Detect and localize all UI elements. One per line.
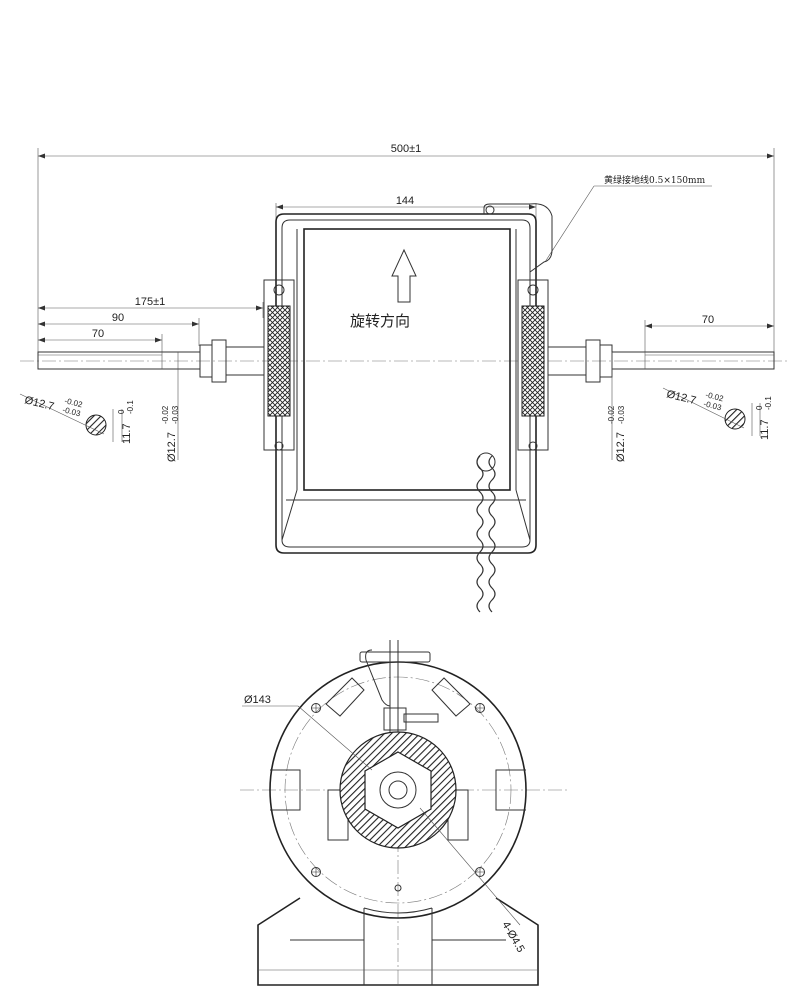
motor-base	[257, 897, 539, 986]
left-dia-tol-upper: -0.02	[64, 396, 84, 409]
left-shaft-tol-upper: -0.02	[161, 405, 170, 424]
right-shaft-tol-lower: -0.03	[617, 405, 626, 424]
left-shaft-section-icon	[85, 414, 107, 436]
left-shaft-section: Ø12.7 -0.02 -0.03 11.7 0 -0.1 Ø12.7 -0.0…	[19, 352, 180, 462]
left-flat-label: 11.7	[121, 423, 133, 444]
left-flat-tol-lower: -0.1	[126, 400, 135, 414]
left-shaft-dimensions: 175±1 90 70	[38, 296, 264, 352]
body-width-label: 144	[396, 195, 414, 207]
mount-hole-icon	[311, 703, 321, 713]
ground-wire-callout: 黄绿接地线0.5×150mm	[544, 174, 712, 263]
left-90-label: 90	[112, 312, 124, 324]
right-rubber-mount	[521, 305, 545, 417]
lead-wire	[476, 452, 496, 613]
right-dia-tol-upper: -0.02	[705, 390, 725, 403]
mount-hole-icon	[475, 867, 485, 877]
front-dia-callout: Ø143	[242, 694, 373, 771]
right-shaft-section: Ø12.7 -0.02 -0.03 11.7 0 -0.1 Ø12.7 -0.0…	[607, 352, 773, 462]
holes-label: 4-Ø4.5	[499, 920, 526, 955]
left-dia-tol-lower: -0.03	[62, 405, 82, 418]
right-flat-tol-lower: -0.1	[764, 396, 773, 410]
motor-body: 旋转方向	[263, 203, 553, 613]
right-dia-tol-lower: -0.03	[703, 399, 723, 412]
overall-length-label: 500±1	[391, 143, 422, 155]
right-shaft-section-icon	[724, 408, 746, 430]
right-shaft-dimension: 70	[644, 314, 774, 352]
right-shaft-tol-upper: -0.02	[607, 405, 616, 424]
mount-hole-icon	[475, 703, 485, 713]
left-shaft-length-label: 175±1	[135, 296, 166, 308]
left-shaft-dia-vertical: Ø12.7	[166, 432, 178, 462]
right-dia-label: Ø12.7	[665, 388, 697, 407]
overall-length-dimension: 500±1	[37, 143, 775, 356]
mount-hole-icon	[311, 867, 321, 877]
left-shaft	[37, 339, 265, 383]
left-70-label: 70	[92, 328, 104, 340]
right-flat-tol-upper: 0	[755, 405, 764, 410]
front-view: Ø143 4-Ø4.5	[240, 640, 570, 986]
left-rubber-mount	[267, 305, 291, 417]
hub-hex-nut	[364, 751, 432, 829]
side-view: 500±1 144 黄绿接地线0.5×150mm 175±1 90	[19, 143, 790, 613]
body-width-dimension: 144	[275, 195, 537, 222]
right-flat-label: 11.7	[759, 419, 771, 440]
front-dia-label: Ø143	[244, 694, 271, 706]
right-shaft-dia-vertical: Ø12.7	[615, 432, 627, 462]
left-shaft-tol-lower: -0.03	[171, 405, 180, 424]
left-dia-label: Ø12.7	[23, 394, 55, 413]
ground-wire-label: 黄绿接地线0.5×150mm	[604, 174, 706, 186]
rotation-direction-label: 旋转方向	[350, 312, 410, 330]
right-70-label: 70	[702, 314, 714, 326]
left-flat-tol-upper: 0	[117, 409, 126, 414]
rotation-arrow-icon	[391, 248, 417, 303]
